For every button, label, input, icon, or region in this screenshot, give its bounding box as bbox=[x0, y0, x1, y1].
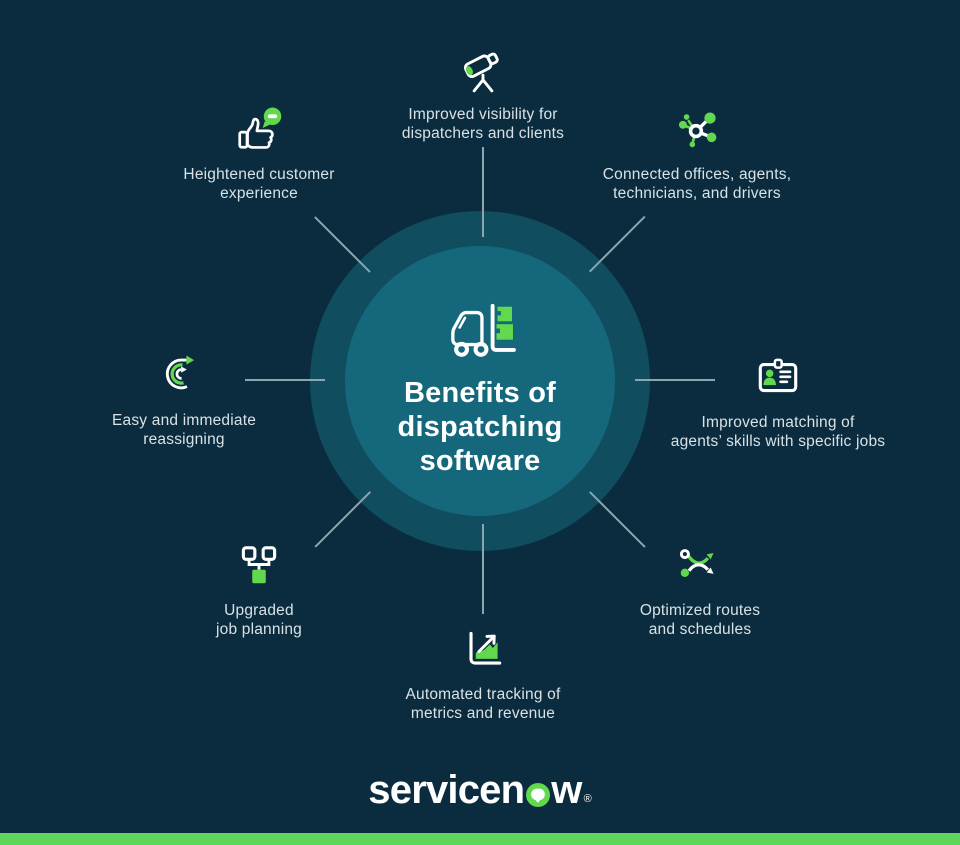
logo-text-before: servicen bbox=[368, 768, 525, 812]
center-title-line: software bbox=[419, 445, 541, 477]
benefit-item-tracking: Automated tracking of metrics and revenu… bbox=[363, 624, 603, 723]
servicenow-o-icon bbox=[525, 783, 550, 807]
connector-bottom bbox=[482, 524, 484, 614]
forklift-icon bbox=[436, 298, 524, 362]
servicenow-logo: servicen w ® bbox=[0, 770, 960, 810]
connector-top bbox=[482, 147, 484, 237]
center-circle: Benefits of dispatching software bbox=[345, 246, 615, 516]
benefit-item-experience: Heightened customer experience bbox=[139, 104, 379, 203]
benefit-label: Easy and immediate reassigning bbox=[111, 412, 257, 448]
connector-right bbox=[635, 379, 715, 381]
connector-top-left bbox=[314, 216, 371, 273]
benefit-label: Connected offices, agents, technicians, … bbox=[602, 166, 792, 202]
telescope-icon bbox=[458, 44, 508, 94]
crossed-routes-icon bbox=[675, 540, 725, 590]
benefit-item-routes: Optimized routes and schedules bbox=[580, 540, 820, 639]
area-chart-icon bbox=[458, 624, 508, 674]
bottom-accent-bar bbox=[0, 833, 960, 845]
benefit-label: Improved visibility for dispatchers and … bbox=[401, 106, 565, 142]
connector-left bbox=[245, 379, 325, 381]
center-title: Benefits of dispatching software bbox=[398, 376, 563, 478]
benefit-label: Heightened customer experience bbox=[183, 166, 335, 202]
benefit-item-visibility: Improved visibility for dispatchers and … bbox=[363, 44, 603, 143]
hierarchy-icon bbox=[234, 540, 284, 590]
connector-bottom-left bbox=[314, 491, 371, 548]
benefit-item-matching: Improved matching of agents’ skills with… bbox=[638, 352, 918, 451]
thumbs-up-icon bbox=[234, 104, 284, 154]
connector-bottom-right bbox=[589, 491, 646, 548]
connector-top-right bbox=[589, 216, 646, 273]
network-icon bbox=[672, 104, 722, 154]
benefit-label: Optimized routes and schedules bbox=[639, 602, 761, 638]
benefit-item-planning: Upgraded job planning bbox=[139, 540, 379, 639]
benefit-label: Upgraded job planning bbox=[215, 602, 302, 638]
circular-arrows-icon bbox=[161, 350, 207, 400]
id-badge-icon bbox=[753, 352, 803, 402]
benefit-item-connected: Connected offices, agents, technicians, … bbox=[567, 104, 827, 203]
center-title-line: dispatching bbox=[397, 411, 563, 443]
benefit-label: Automated tracking of metrics and revenu… bbox=[405, 686, 561, 722]
benefit-item-reassigning: Easy and immediate reassigning bbox=[64, 350, 304, 449]
benefit-label: Improved matching of agents’ skills with… bbox=[670, 414, 886, 450]
registered-mark: ® bbox=[583, 793, 592, 805]
logo-text-after: w bbox=[551, 768, 582, 812]
center-title-line: Benefits of bbox=[403, 377, 557, 409]
